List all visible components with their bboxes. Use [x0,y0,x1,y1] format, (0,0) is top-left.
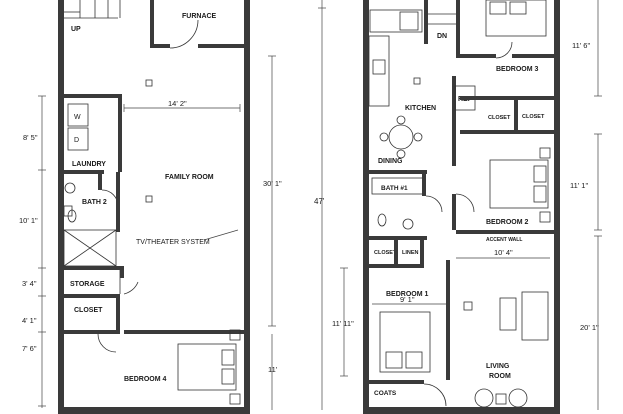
dryer-label: D [74,137,79,144]
shower-icon [63,229,117,267]
living-label-1: LIVING [486,363,510,370]
washer-dryer: W D [67,103,89,151]
bed4-height-dim: 7' 6" [22,344,37,353]
kitchen-sink-icon [372,59,386,75]
bed3-icon [485,0,547,37]
bath-height-dim: 10' 1" [19,216,38,225]
closet-c-label: CLOSET [374,250,397,256]
bedroom4-label: BEDROOM 4 [124,376,167,383]
closet-label: CLOSET [74,307,103,314]
stairs [64,0,121,19]
living-width-dim: 10' 4" [494,248,513,257]
right-floor-plan: 47' DN KITCHEN DINING REF [314,0,602,414]
family-depth-dim: 30' 1" [263,179,282,188]
left-west-wall [58,0,64,414]
closet-b-label: CLOSET [522,114,545,120]
storage-height-dim: 3' 4" [22,279,37,288]
bed2-height-dim: 11' 1" [570,181,588,190]
bath2-label: BATH 2 [82,199,107,206]
laundry-label: LAUNDRY [72,161,106,168]
dining-table-icon [379,115,423,159]
toilet-icon-main [377,213,387,227]
bed1-width-dim: 9' 1" [400,295,415,304]
closet-height-dim: 4' 1" [22,316,37,325]
kitchen-label: KITCHEN [405,105,436,112]
stove-icon [399,11,419,31]
sink-icon [64,182,76,194]
living-height-dim: 20' 1" [580,323,599,332]
furnace-label: FURNACE [182,13,217,20]
coats-label: COATS [374,390,397,397]
overall-length-dim: 47' [314,197,325,206]
living-label-2: ROOM [489,373,511,380]
bed1-icon [379,311,431,373]
armchairs-icon [474,388,528,408]
bed4-depth-dim: 11' [268,365,278,374]
left-east-wall [244,0,250,414]
up-label: UP [71,26,81,33]
sofa-icon [499,291,549,341]
accent-wall-label: ACCENT WALL [486,237,522,243]
bed-icon [177,343,237,391]
storage-label: STORAGE [70,281,105,288]
dn-label: DN [437,33,447,40]
furnace-door-swing [169,19,199,49]
bedroom2-label: BEDROOM 2 [486,219,529,226]
linen-label: LINEN [402,250,419,256]
washer-label: W [74,114,81,121]
tv-theater-note: TV/THEATER SYSTEM [136,239,210,246]
bath1-label: BATH #1 [381,185,408,192]
bed3-height-dim: 11' 6" [572,41,590,50]
family-room-label: FAMILY ROOM [165,174,214,181]
sink-icon-main [402,218,414,230]
family-width-dim: 14' 2" [168,99,187,108]
left-floor-plan: UP FURNACE W D LAUNDRY BATH 2 [19,0,282,414]
bed1-height-dim: 11' 11" [332,319,354,328]
dining-label: DINING [378,158,403,165]
bed2-icon [489,159,549,209]
bedroom3-label: BEDROOM 3 [496,66,539,73]
closet-a-label: CLOSET [488,115,511,121]
bedroom1-label: BEDROOM 1 [386,291,429,298]
left-south-wall [58,407,250,414]
laundry-height-dim: 8' 5" [23,133,38,142]
